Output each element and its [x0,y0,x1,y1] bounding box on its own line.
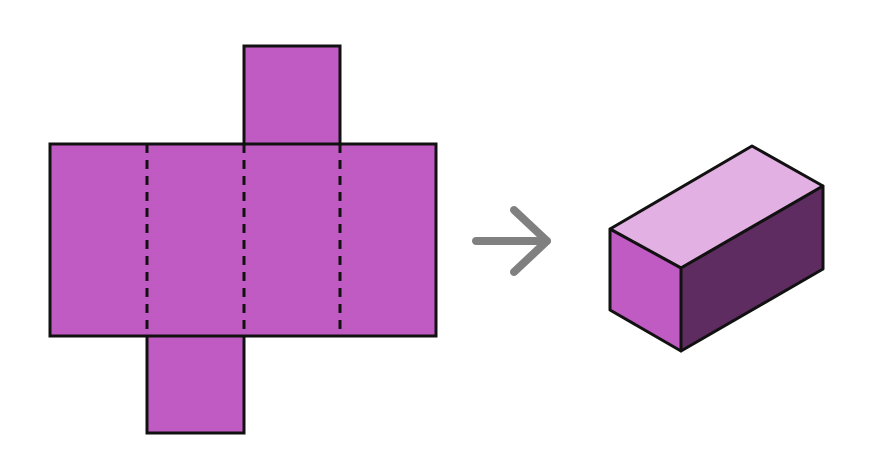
net-top-flap [242,44,342,146]
rectangular-prism-3d [608,144,825,353]
rectangular-prism-net [48,44,438,435]
prism-side-face [679,184,825,353]
net-fold-lines [145,142,342,338]
net-bottom-flap [145,334,246,435]
right-arrow-icon [472,206,551,276]
